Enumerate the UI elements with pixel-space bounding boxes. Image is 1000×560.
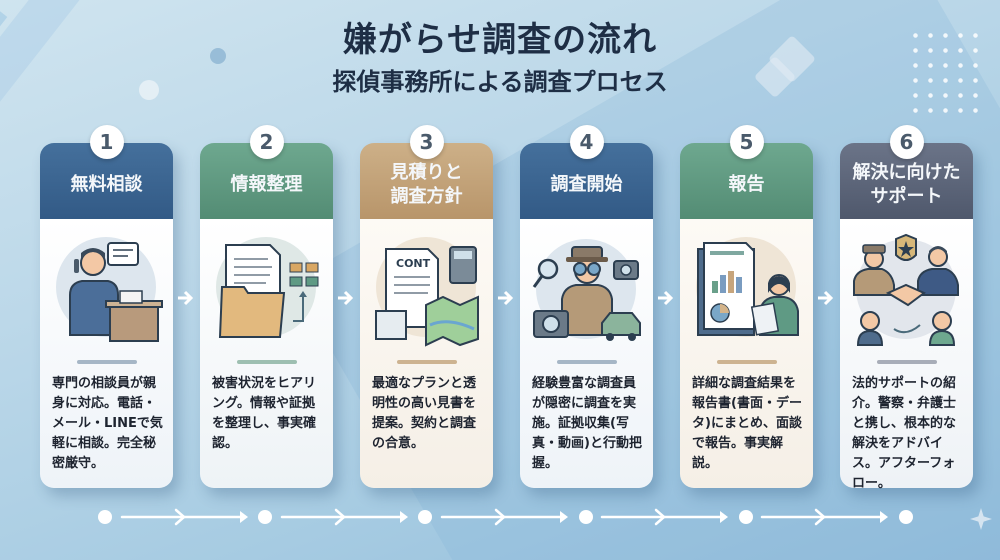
step-card-1: 1 無料相談 専門の相談員が親身に対応。電話・メール・LINEで気軽に相談。完全… <box>40 125 173 488</box>
step-title: 情報整理 <box>200 143 333 219</box>
step-card-2: 2 情報整理 被害状況をヒアリング。情報や証拠を整理し、事実確認。 <box>200 125 333 488</box>
detective-camera-car-icon <box>532 239 641 341</box>
decorative-dot-grid <box>908 28 978 116</box>
step-number-badge: 3 <box>409 125 444 159</box>
arrow-right-icon <box>818 290 834 306</box>
arrow-right-icon <box>658 290 674 306</box>
card-divider <box>877 360 937 364</box>
contract-calculator-map-icon: CONT <box>375 237 479 347</box>
arrow-right-icon <box>178 290 194 306</box>
step-card-4: 4 調査開始 経験豊富な調査員が隠密に調査を実施。証拠収集(写真・動画)と行動把… <box>520 125 653 488</box>
progress-timeline <box>98 508 913 526</box>
step-number-badge: 1 <box>89 125 124 159</box>
decorative-dot <box>139 80 159 100</box>
step-card-5: 5 報告 詳細な調査結果を報告書(書面・データ)にまとめ、面談で報告。事実解説。 <box>680 125 813 488</box>
arrow-right-icon <box>498 290 514 306</box>
decorative-dot <box>210 48 226 64</box>
step-number-badge: 6 <box>889 125 924 159</box>
step-number-badge: 5 <box>729 125 764 159</box>
page-subtitle: 探偵事務所による調査プロセス <box>332 68 668 96</box>
card-divider <box>717 360 777 364</box>
handshake-support-icon <box>853 233 959 346</box>
card-divider <box>237 360 297 364</box>
page-title: 嫌がらせ調査の流れ <box>342 20 658 60</box>
phone-consultant-icon <box>56 237 163 342</box>
step-description: 最適なプランと透明性の高い見書を提案。契約と調査の合意。 <box>372 376 477 451</box>
report-chart-icon <box>696 237 799 337</box>
step-card-3: 3 見積りと 調査方針 CONT 最適なプランと透明性の高い見書を提案。契約と調… <box>360 125 493 488</box>
card-divider <box>77 360 137 364</box>
step-number-badge: 4 <box>569 125 604 159</box>
step-description: 被害状況をヒアリング。情報や証拠を整理し、事実確認。 <box>212 376 317 451</box>
card-divider <box>397 360 457 364</box>
step-description: 専門の相談員が親身に対応。電話・メール・LINEで気軽に相談。完全秘密厳守。 <box>52 376 163 471</box>
document-folder-icon <box>216 237 319 338</box>
card-divider <box>557 360 617 364</box>
svg-text:CONT: CONT <box>396 257 431 270</box>
step-description: 経験豊富な調査員が隠密に調査を実施。証拠収集(写真・動画)と行動把握。 <box>532 376 642 471</box>
step-number-badge: 2 <box>249 125 284 159</box>
step-description: 詳細な調査結果を報告書(書面・データ)にまとめ、面談で報告。事実解説。 <box>692 376 802 471</box>
arrow-right-icon <box>338 290 354 306</box>
step-description: 法的サポートの紹介。警察・弁護士と携し、根本的な解決をアドバイス。アフターフォロ… <box>852 376 957 491</box>
step-card-6: 6 解決に向けた サポート 法的サポートの紹介。警察・弁護士と携し、根本的な解決… <box>840 125 973 491</box>
